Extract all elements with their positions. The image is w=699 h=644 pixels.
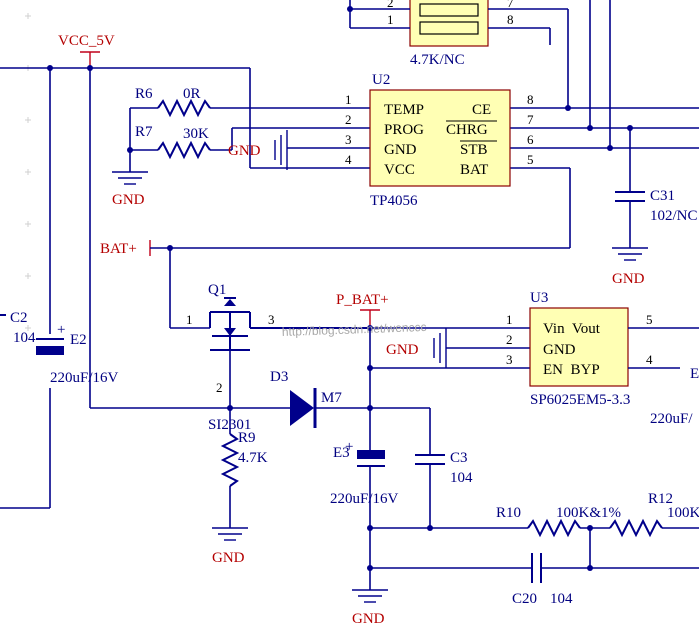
gnd-label-u2: GND [228,143,261,159]
capacitor-c20: C20 104 [512,528,699,607]
r9-ref: R9 [238,430,256,446]
top-resistor-array: 2 1 7 8 4.7K/NC [347,0,568,68]
u2-pin-prog: PROG [384,122,424,138]
bat-label: BAT+ [100,241,137,257]
r7-value: 30K [183,126,209,142]
q1-pin-2: 2 [216,380,223,395]
vcc-label: VCC_5V [58,33,115,49]
e3-plus: + [345,439,353,455]
gnd-label-u3: GND [386,342,419,358]
u3-line-1: Vin Vout [543,321,601,337]
capacitor-c2-e2: C2 104 + E2 220uF/16V [0,65,119,509]
resistor-r6: R6 0R [130,86,370,118]
u3-line-2: GND [543,342,576,358]
u3-pin-4: 4 [646,352,653,367]
u2-gnd-port: GND [228,130,370,170]
m7-label: M7 [321,390,342,406]
u2-pin-5: 5 [527,152,534,167]
ic-u3: U3 SP6025EM5-3.3 Vin Vout GND EN BYP 1 2… [506,290,699,427]
u2-pin-stb: STB [460,142,488,158]
c20-value: 104 [550,591,573,607]
u2-pin-1: 1 [345,92,352,107]
u3-line-3: EN BYP [543,362,600,378]
gnd-label-c31: GND [612,271,645,287]
q1-ref: Q1 [208,282,226,298]
u3-pin-2: 2 [506,332,513,347]
u2-pin-2: 2 [345,112,352,127]
resistor-r12: R12 100K [609,491,699,538]
top-part-value: 4.7K/NC [410,52,465,68]
u2-pin-bat: BAT [460,162,488,178]
resistor-r10: R10 100K&1% [496,505,621,538]
c31-ref: C31 [650,188,675,204]
vcc-net: VCC_5V [0,33,370,409]
u2-pin-6: 6 [527,132,534,147]
u3-gnd-port: GND [386,328,530,368]
e2-ref: E2 [70,332,87,348]
q1-pin-3: 3 [268,312,275,327]
capacitor-c31: C31 102/NC GND [612,188,698,287]
c20-ref: C20 [512,591,537,607]
c31-value: 102/NC [650,208,698,224]
gnd-label-r7: GND [112,192,145,208]
top-part-pin-8: 8 [507,12,514,27]
u3-part: SP6025EM5-3.3 [530,392,630,408]
u2-right-nets [510,0,699,248]
bottom-gnd: GND [352,525,532,627]
u2-part: TP4056 [370,193,418,209]
u2-pin-temp: TEMP [384,102,424,118]
bat-net: BAT+ [100,240,570,329]
top-part-pin-7: 7 [507,0,514,10]
c2-value: 104 [13,330,36,346]
r12-ref: R12 [648,491,673,507]
r10-ref: R10 [496,505,521,521]
c3-value: 104 [450,470,473,486]
pbat-label: P_BAT+ [336,292,389,308]
u2-pin-7: 7 [527,112,534,127]
mosfet-q1: Q1 1 3 2 [186,282,370,408]
u2-pin-8: 8 [527,92,534,107]
resistor-r9: SI2301 R9 4.7K GND [208,408,268,566]
r9-value: 4.7K [238,450,268,466]
r6-ref: R6 [135,86,153,102]
u2-pin-4: 4 [345,152,352,167]
u2-pin-gnd: GND [384,142,417,158]
u3-ref: U3 [530,290,548,306]
q1-pin-1: 1 [186,312,193,327]
ic-u2: U2 TP4056 1 2 3 4 TEMP PROG GND VCC CE C… [345,72,534,209]
diode-d3: D3 M7 [227,369,430,428]
pbat-net: P_BAT+ [336,292,530,450]
c3-ref: C3 [450,450,468,466]
e3-ref: E3 [333,445,350,461]
gnd-label-bottom: GND [352,611,385,627]
r10-value: 100K&1% [556,505,621,521]
u2-pin-ce: CE [472,102,491,118]
r12-value: 100K [667,505,699,521]
r6-value: 0R [183,86,201,102]
e3-value: 220uF/16V [330,491,399,507]
d3-ref: D3 [270,369,288,385]
gnd-label-r9: GND [212,550,245,566]
e2-plus: + [57,322,65,338]
top-part-pin-1: 1 [387,12,394,27]
u2-pin-vcc: VCC [384,162,415,178]
top-part-pin-2: 2 [387,0,394,10]
e2-value: 220uF/16V [50,370,119,386]
c2-ref: C2 [10,310,28,326]
r7-ref: R7 [135,124,153,140]
right-cut-label: E [690,366,699,382]
u2-pin-3: 3 [345,132,352,147]
u3-pin-1: 1 [506,312,513,327]
watermark: http://blog.csdn.net/wenccc [282,320,427,339]
right-cap-value: 220uF/ [650,411,693,427]
grid-marks [25,13,31,331]
capacitor-c3: C3 104 [415,408,473,528]
u2-pin-chrg: CHRG [446,122,488,138]
u2-ref: U2 [372,72,390,88]
resistor-r7: R7 30K GND [112,108,370,208]
u3-pin-3: 3 [506,352,513,367]
u3-pin-5: 5 [646,312,653,327]
